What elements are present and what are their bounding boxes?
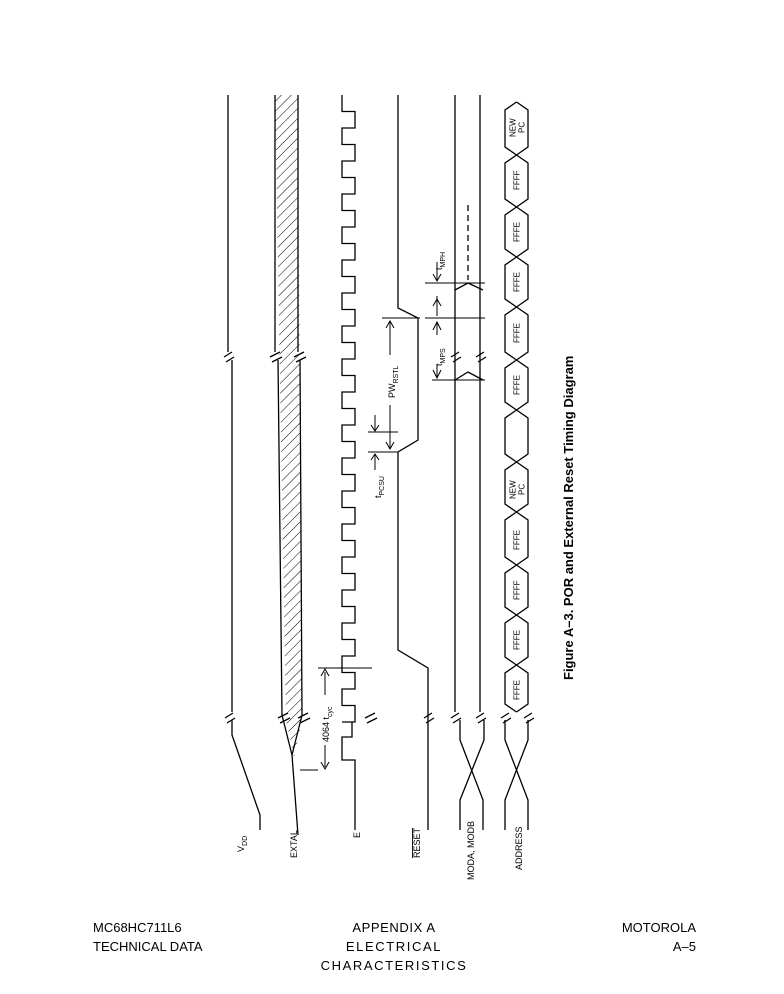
address-value-new-pc: PC: [518, 484, 527, 495]
address-value: FFFE: [513, 222, 522, 242]
signal-labels: VDD EXTAL E RESET MODA, MODB ADDRESS: [236, 821, 524, 880]
footer-brand: MOTOROLA: [621, 920, 696, 935]
address-value-new-pc: PC: [518, 122, 527, 133]
address-bus-trace: [500, 101, 535, 830]
address-value: FFFE: [513, 630, 522, 650]
address-value: FFFE: [513, 530, 522, 550]
reset-trace: [397, 95, 435, 830]
address-value: FFFE: [513, 323, 522, 343]
mode-trace: [450, 95, 487, 830]
tmps-label: tMPS: [434, 348, 447, 366]
footer-right: MOTOROLA A–5: [622, 918, 696, 956]
figure-caption: Figure A–3. POR and External Reset Timin…: [561, 356, 576, 680]
timing-annotations: [300, 262, 485, 771]
vdd-label: VDD: [236, 836, 249, 852]
address-label: ADDRESS: [514, 826, 524, 870]
mode-label: MODA, MODB: [466, 821, 476, 880]
extal-label: EXTAL: [289, 830, 299, 858]
t4064-label: 4064 tcyc: [321, 706, 334, 742]
address-value: FFFF: [513, 580, 522, 600]
address-value-new-pc: NEW: [509, 118, 518, 137]
address-value: FFFF: [513, 170, 522, 190]
e-clock-trace: [341, 95, 378, 830]
footer-left: MC68HC711L6 TECHNICAL DATA: [93, 918, 203, 956]
footer-part-number: MC68HC711L6: [93, 920, 182, 935]
footer-page-number: A–5: [672, 939, 696, 954]
footer-center: APPENDIX A ELECTRICAL CHARACTERISTICS: [274, 918, 514, 975]
address-value: FFFE: [513, 680, 522, 700]
reset-label: RESET: [412, 827, 422, 858]
tpcsu-label: tPCSU: [373, 476, 386, 498]
extal-trace: [269, 95, 311, 836]
footer-section: ELECTRICAL CHARACTERISTICS: [320, 939, 468, 973]
footer-appendix: APPENDIX A: [352, 920, 436, 935]
address-value: FFFE: [513, 375, 522, 395]
address-value-new-pc: NEW: [509, 480, 518, 499]
address-value: FFFE: [513, 272, 522, 292]
tmph-label: tMPH: [434, 252, 447, 270]
footer-doc-type: TECHNICAL DATA: [93, 939, 203, 954]
pwrstl-label: PWRSTL: [387, 366, 400, 399]
e-label: E: [352, 832, 362, 838]
timing-labels: 4064 tcyc tPCSU PWRSTL tMPS tMPH: [321, 252, 447, 742]
vdd-trace: [223, 95, 261, 830]
